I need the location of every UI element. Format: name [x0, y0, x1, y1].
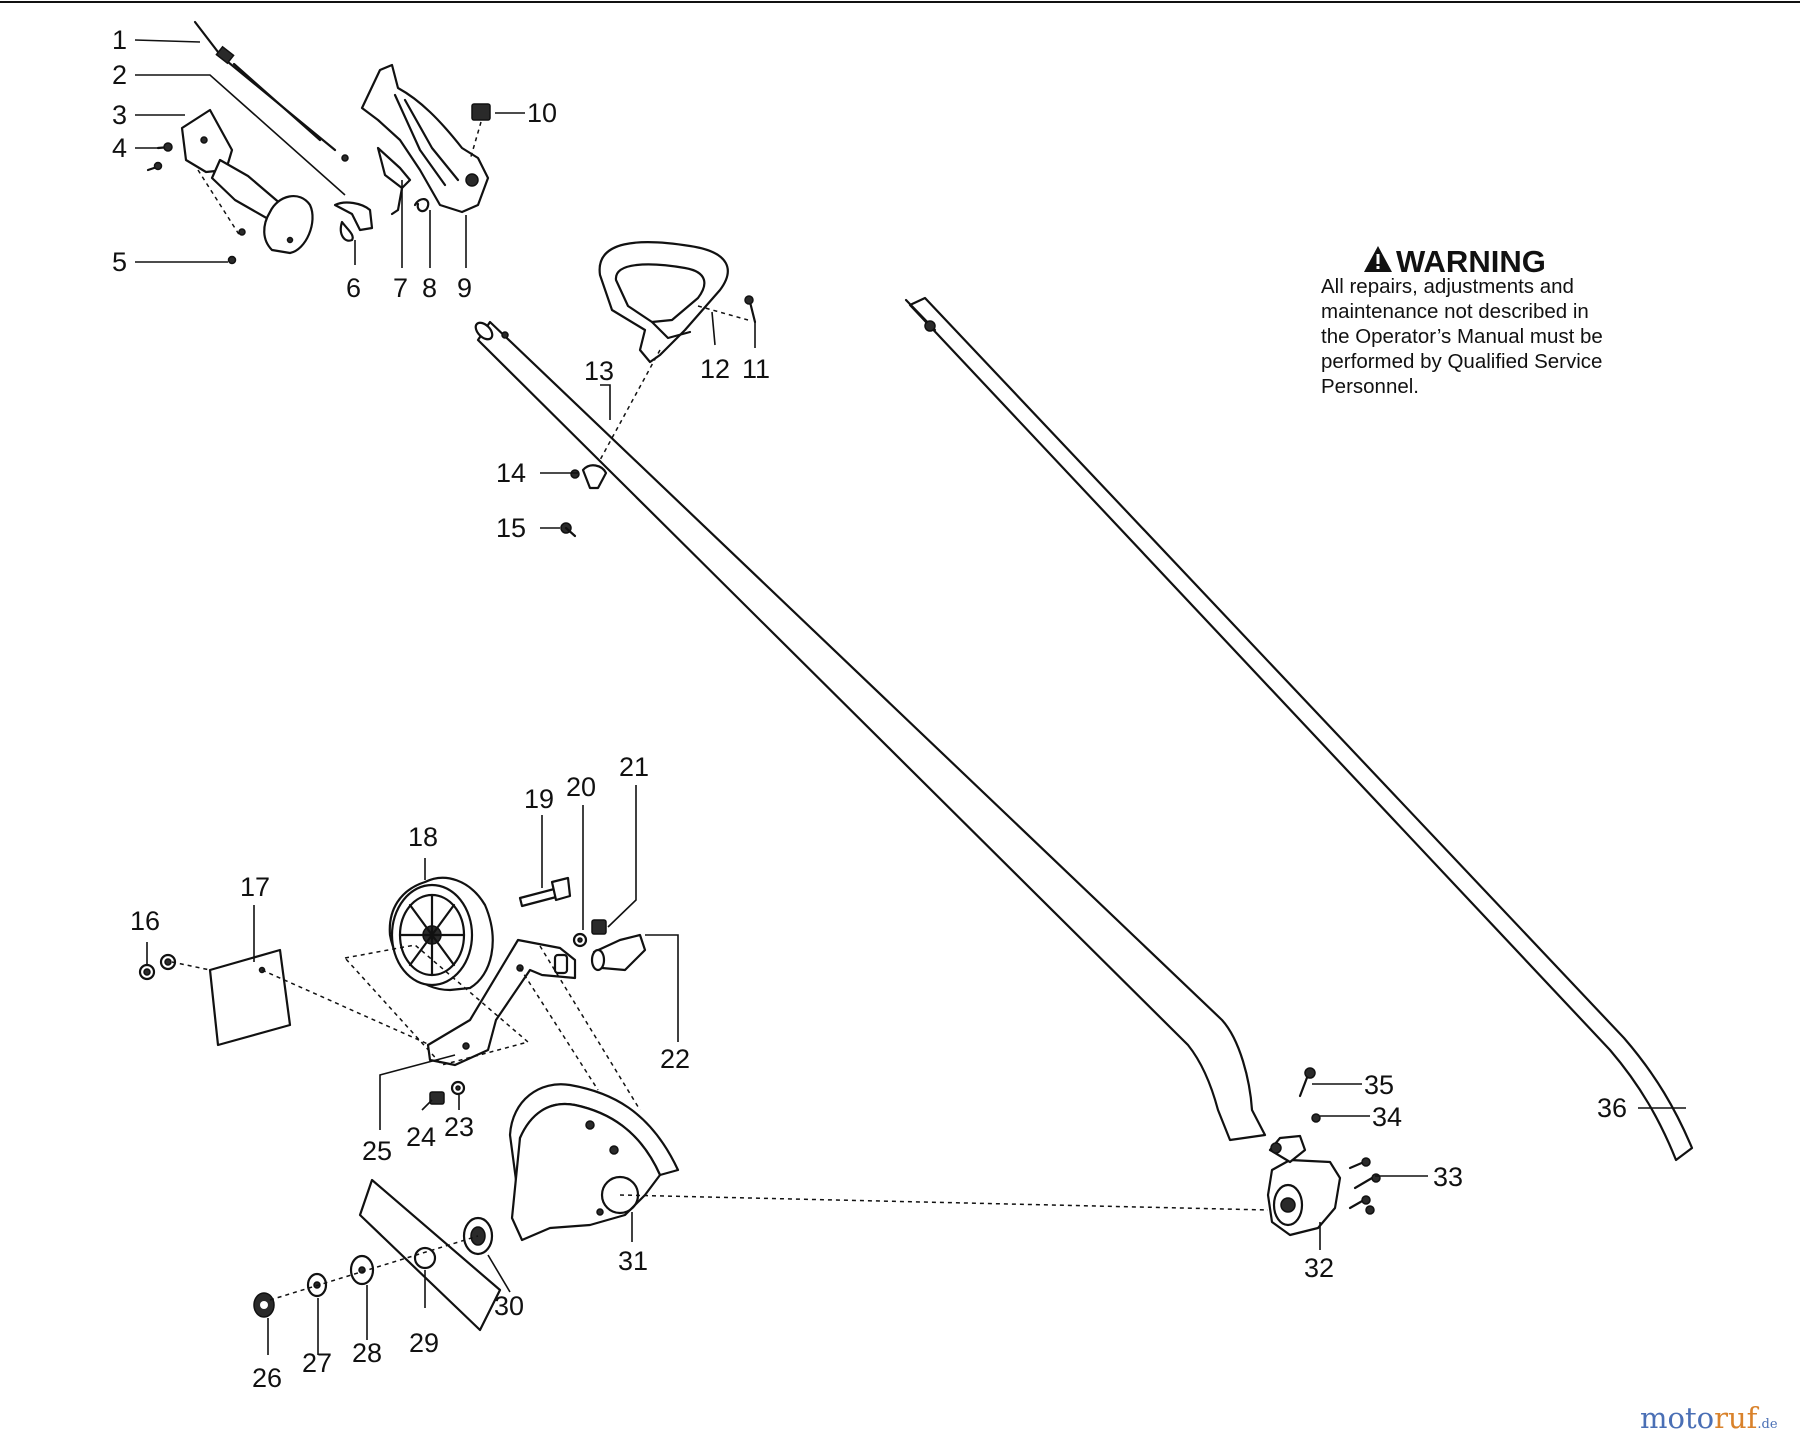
label-23: 23 [444, 1112, 474, 1142]
part-blade [358, 1178, 502, 1332]
part-d-handle [598, 241, 729, 364]
warning-line: maintenance not described in [1321, 300, 1589, 323]
label-6: 6 [346, 273, 361, 303]
part-handle-housing [360, 63, 490, 214]
label-13: 13 [584, 356, 614, 386]
label-36: 36 [1597, 1093, 1627, 1123]
part-washer-20 [572, 932, 588, 948]
part-screw-34 [1311, 1113, 1321, 1123]
label-34: 34 [1372, 1102, 1402, 1132]
leader-lines [134, 39, 1686, 1355]
logo-part-2: ruf [1714, 1401, 1760, 1435]
part-screw-35 [1298, 1067, 1316, 1098]
label-35: 35 [1364, 1070, 1394, 1100]
logo-part-1: moto [1640, 1401, 1714, 1435]
label-4: 4 [112, 133, 127, 163]
label-8: 8 [422, 273, 437, 303]
warning-title: WARNING [1396, 244, 1546, 279]
label-14: 14 [496, 458, 526, 488]
label-1: 1 [112, 25, 127, 55]
part-washer-23 [450, 1080, 466, 1096]
part-blade-guard [508, 1083, 680, 1242]
warning-line: Personnel. [1321, 375, 1419, 398]
part-wheel-knob [590, 933, 647, 972]
part-bolt-11 [744, 295, 757, 324]
warning-line: performed by Qualified Service [1321, 350, 1602, 373]
assembly-line [697, 305, 749, 321]
part-nut-16 [138, 953, 177, 981]
part-throttle-cable [193, 20, 349, 162]
label-22: 22 [660, 1044, 690, 1074]
label-32: 32 [1304, 1253, 1334, 1283]
label-10: 10 [527, 98, 557, 128]
callout-labels: 1 2 3 4 5 6 7 8 9 10 11 12 13 14 15 16 1… [112, 25, 1627, 1393]
label-9: 9 [457, 273, 472, 303]
label-19: 19 [524, 784, 554, 814]
label-33: 33 [1433, 1162, 1463, 1192]
warning-box: WARNING All repairs, adjustments and mai… [1321, 244, 1603, 398]
part-clip [333, 201, 374, 242]
logo-part-3: .de [1757, 1417, 1777, 1432]
part-trigger [376, 146, 412, 216]
assembly-line [599, 349, 661, 461]
label-15: 15 [496, 513, 526, 543]
part-nut [471, 103, 491, 121]
part-nut-24 [429, 1091, 445, 1105]
warning-line: All repairs, adjustments and [1321, 275, 1574, 298]
assembly-line [197, 169, 241, 237]
part-throttle-housing [180, 108, 314, 255]
label-29: 29 [409, 1328, 439, 1358]
part-washer-28 [349, 1254, 375, 1286]
part-screw-4 [146, 142, 173, 172]
assembly-line [469, 121, 482, 161]
part-spring [413, 198, 430, 213]
label-5: 5 [112, 247, 127, 277]
part-drive-shaft [904, 296, 1694, 1162]
part-bolt-19 [518, 876, 572, 908]
label-31: 31 [618, 1246, 648, 1276]
label-3: 3 [112, 100, 127, 130]
label-16: 16 [130, 906, 160, 936]
label-30: 30 [494, 1291, 524, 1321]
part-wheel [388, 876, 494, 992]
label-2: 2 [112, 60, 127, 90]
label-25: 25 [362, 1136, 392, 1166]
label-27: 27 [302, 1348, 332, 1378]
svg-text:motoruf.de: motoruf.de [1640, 1401, 1778, 1435]
assembly-lines [171, 944, 1269, 1301]
label-7: 7 [393, 273, 408, 303]
part-shaft-tube [474, 320, 1267, 1142]
part-screws-33 [1348, 1157, 1381, 1215]
part-gear-head [1266, 1134, 1342, 1237]
label-24: 24 [406, 1122, 436, 1152]
part-knob [570, 464, 608, 490]
label-26: 26 [252, 1363, 282, 1393]
warning-triangle-icon [1364, 246, 1392, 272]
label-11: 11 [742, 354, 770, 384]
label-21: 21 [619, 752, 649, 782]
watermark-logo: motoruf.de [1640, 1401, 1778, 1435]
part-screw-5 [227, 228, 246, 265]
part-nut-21 [591, 919, 607, 935]
part-debris-flap [208, 948, 292, 1047]
label-28: 28 [352, 1338, 382, 1368]
label-18: 18 [408, 822, 438, 852]
label-12: 12 [700, 354, 730, 384]
label-20: 20 [566, 772, 596, 802]
part-nut-26 [253, 1292, 275, 1318]
part-screw-15 [560, 522, 577, 538]
label-17: 17 [240, 872, 270, 902]
warning-line: the Operator’s Manual must be [1321, 325, 1603, 348]
